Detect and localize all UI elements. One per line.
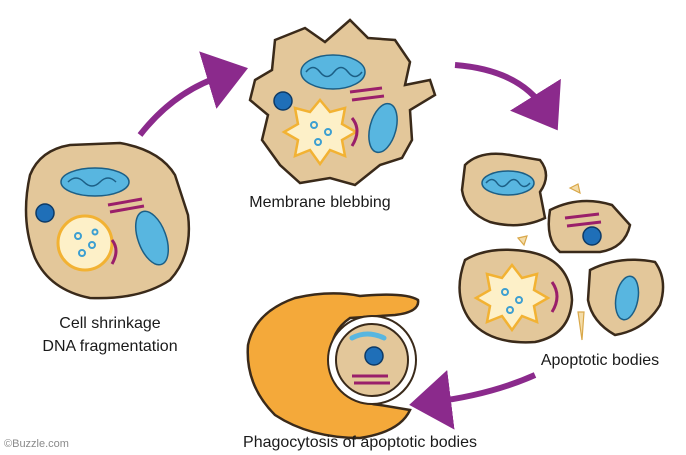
fragmented-nucleus xyxy=(284,100,356,164)
phagocyte xyxy=(248,293,418,438)
watermark: ©Buzzle.com xyxy=(4,438,69,450)
arrow-blebbing-to-bodies xyxy=(455,65,545,110)
nucleus-dot xyxy=(365,347,383,365)
mitochondrion xyxy=(301,55,365,89)
apoptotic-bodies xyxy=(460,154,663,343)
small-fragment xyxy=(570,184,580,193)
arrow-shrinkage-to-blebbing xyxy=(140,75,225,135)
label-apoptotic-bodies: Apoptotic bodies xyxy=(520,350,680,371)
mitochondrion xyxy=(61,168,129,196)
small-fragment xyxy=(578,312,584,340)
blebbing-cell xyxy=(250,20,435,185)
arrow-bodies-to-phagocytosis xyxy=(433,375,535,402)
nucleus-dot xyxy=(36,204,54,222)
label-phagocytosis: Phagocytosis of apoptotic bodies xyxy=(180,432,540,453)
shrunken-cell xyxy=(26,143,189,298)
fragmented-nucleus xyxy=(476,265,548,330)
nucleus-dot xyxy=(274,92,292,110)
nucleus-dot xyxy=(583,227,601,245)
label-membrane-blebbing: Membrane blebbing xyxy=(220,192,420,213)
label-dna-fragmentation: DNA fragmentation xyxy=(20,336,200,357)
fragmented-nucleus xyxy=(58,216,112,270)
small-fragment xyxy=(518,236,527,245)
label-cell-shrinkage: Cell shrinkage xyxy=(20,313,200,334)
